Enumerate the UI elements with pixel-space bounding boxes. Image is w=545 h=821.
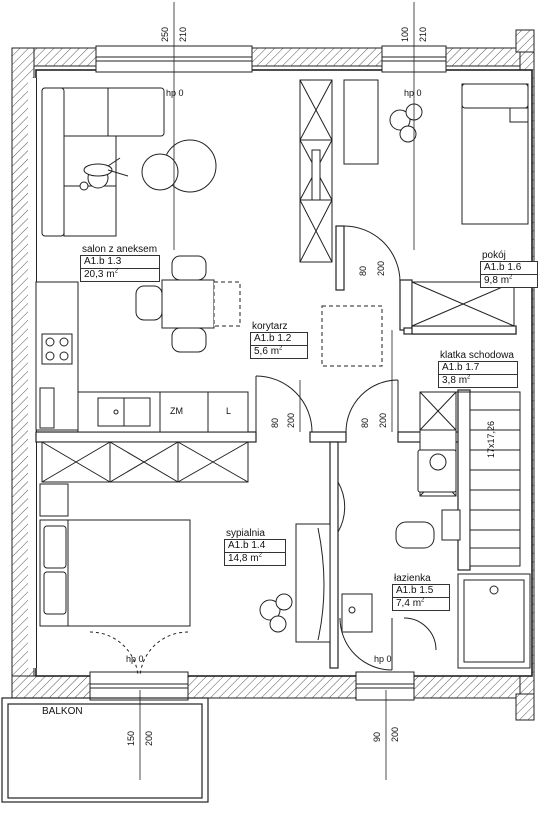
room-tag-salon: A1.b 1.3 20,3 m2 xyxy=(80,255,160,282)
room-tag-lazienka: A1.b 1.5 7,4 m2 xyxy=(392,584,450,611)
dim-window2-height: 210 xyxy=(418,26,428,42)
room-tag-korytarz: A1.b 1.2 5,6 m2 xyxy=(250,332,308,359)
kitchen-counter xyxy=(35,281,249,433)
height-marker-sypialnia: hp 0 xyxy=(126,654,144,664)
room-name-klatka: klatka schodowa xyxy=(440,350,514,361)
dim-window1-width: 250 xyxy=(160,26,170,42)
bathroom-fixtures xyxy=(341,449,531,669)
room-area-pokoj: 9,8 m2 xyxy=(484,274,513,286)
room-name-sypialnia: sypialnia xyxy=(226,528,265,539)
dim-door-pokoj-width: 80 xyxy=(358,265,368,276)
room-name-pokoj: pokój xyxy=(482,250,506,261)
kitchen-label-zm: ZM xyxy=(170,406,183,416)
room-furniture xyxy=(343,79,529,225)
room-id-pokoj: A1.b 1.6 xyxy=(481,262,537,275)
dim-door-pokoj-height: 200 xyxy=(376,260,386,276)
room-area-klatka: 3,8 m2 xyxy=(442,374,471,386)
dim-door-kitchen-width: 80 xyxy=(270,417,280,428)
dim-window2-width: 100 xyxy=(400,26,410,42)
room-name-salon: salon z aneksem xyxy=(82,244,158,255)
living-furniture xyxy=(41,87,383,367)
dim-stairs: 17x17,26 xyxy=(486,420,496,458)
room-id-lazienka: A1.b 1.5 xyxy=(393,585,449,598)
room-area-lazienka: 7,4 m2 xyxy=(396,597,425,609)
room-tag-sypialnia: A1.b 1.4 14,8 m2 xyxy=(224,539,286,566)
room-id-korytarz: A1.b 1.2 xyxy=(251,333,307,346)
stairs xyxy=(420,391,521,567)
dim-window1-height: 210 xyxy=(178,26,188,42)
doors xyxy=(89,225,437,677)
height-marker-salon: hp 0 xyxy=(166,88,184,98)
dimension-lines xyxy=(139,2,415,780)
room-area-korytarz: 5,6 m2 xyxy=(254,345,283,357)
person-figure xyxy=(79,157,129,191)
height-marker-lazienka: hp 0 xyxy=(374,654,392,664)
room-tag-pokoj: A1.b 1.6 9,8 m2 xyxy=(480,261,538,288)
dim-door-kitchen-height: 200 xyxy=(286,412,296,428)
room-area-salon: 20,3 m2 xyxy=(84,268,118,280)
dim-window3-width: 150 xyxy=(126,730,136,746)
kitchen-label-l: L xyxy=(226,406,232,416)
room-name-lazienka: łazienka xyxy=(394,573,431,584)
room-id-salon: A1.b 1.3 xyxy=(81,256,159,269)
room-tag-klatka: A1.b 1.7 3,8 m2 xyxy=(438,361,518,388)
balcony xyxy=(1,697,209,803)
dim-window3-height: 200 xyxy=(144,730,154,746)
room-id-klatka: A1.b 1.7 xyxy=(439,362,517,375)
height-marker-pokoj: hp 0 xyxy=(404,88,422,98)
room-area-sypialnia: 14,8 m2 xyxy=(228,552,262,564)
dim-door-bed-width: 80 xyxy=(360,417,370,428)
balcony-label: BALKON xyxy=(42,706,83,717)
bedroom-furniture xyxy=(39,483,331,643)
plant-icons xyxy=(259,103,423,633)
room-id-sypialnia: A1.b 1.4 xyxy=(225,540,285,553)
dim-window4-height: 200 xyxy=(390,726,400,742)
dim-window4-width: 90 xyxy=(372,731,382,742)
room-name-korytarz: korytarz xyxy=(252,321,288,332)
dim-door-bed-height: 200 xyxy=(378,412,388,428)
